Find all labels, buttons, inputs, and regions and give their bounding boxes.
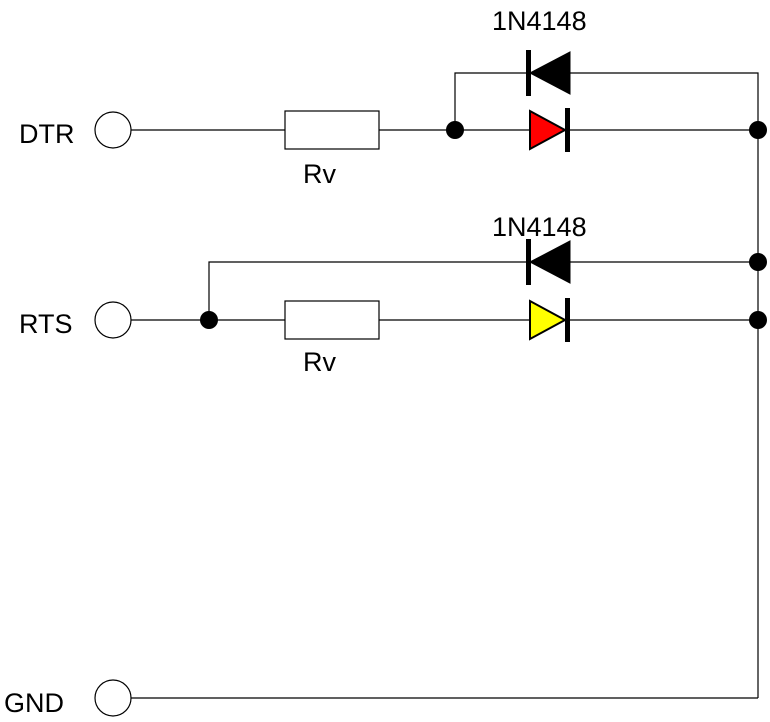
wire-bottom-diode-loop-left xyxy=(208,261,528,320)
resistor-top-label: Rv xyxy=(303,159,336,189)
diode-top-triangle xyxy=(528,51,571,95)
wire-top-diode-loop-left xyxy=(454,72,528,130)
led-red xyxy=(529,108,570,152)
resistor-bottom xyxy=(284,300,380,340)
led-yellow-cathode-bar xyxy=(565,298,570,342)
diode-top-part-label: 1N4148 xyxy=(492,6,587,36)
junction-rts-node xyxy=(200,311,218,329)
diode-bottom-1n4148 xyxy=(526,239,571,285)
dtr-label: DTR xyxy=(19,119,75,149)
led-yellow xyxy=(529,298,570,342)
diode-top-1n4148 xyxy=(526,50,571,96)
diode-bottom-triangle xyxy=(528,240,571,284)
rts-terminal xyxy=(94,301,132,339)
gnd-label: GND xyxy=(4,688,64,718)
led-yellow-triangle xyxy=(529,299,568,341)
diode-top-cathode-bar xyxy=(526,50,531,96)
diode-bottom-cathode-bar xyxy=(526,239,531,285)
led-red-triangle xyxy=(529,109,568,151)
wire-top-diode-loop-right xyxy=(570,72,759,130)
resistor-top xyxy=(284,110,380,150)
diode-bottom-part-label: 1N4148 xyxy=(492,212,587,242)
rts-label: RTS xyxy=(19,309,73,339)
junction-right-mid xyxy=(749,253,767,271)
junction-right-top xyxy=(749,121,767,139)
wires xyxy=(131,72,759,699)
junction-dtr-node xyxy=(446,121,464,139)
junction-right-bottom xyxy=(749,311,767,329)
gnd-terminal xyxy=(94,679,132,717)
led-red-cathode-bar xyxy=(565,108,570,152)
resistor-bottom-label: Rv xyxy=(303,347,336,377)
dtr-terminal xyxy=(94,111,132,149)
